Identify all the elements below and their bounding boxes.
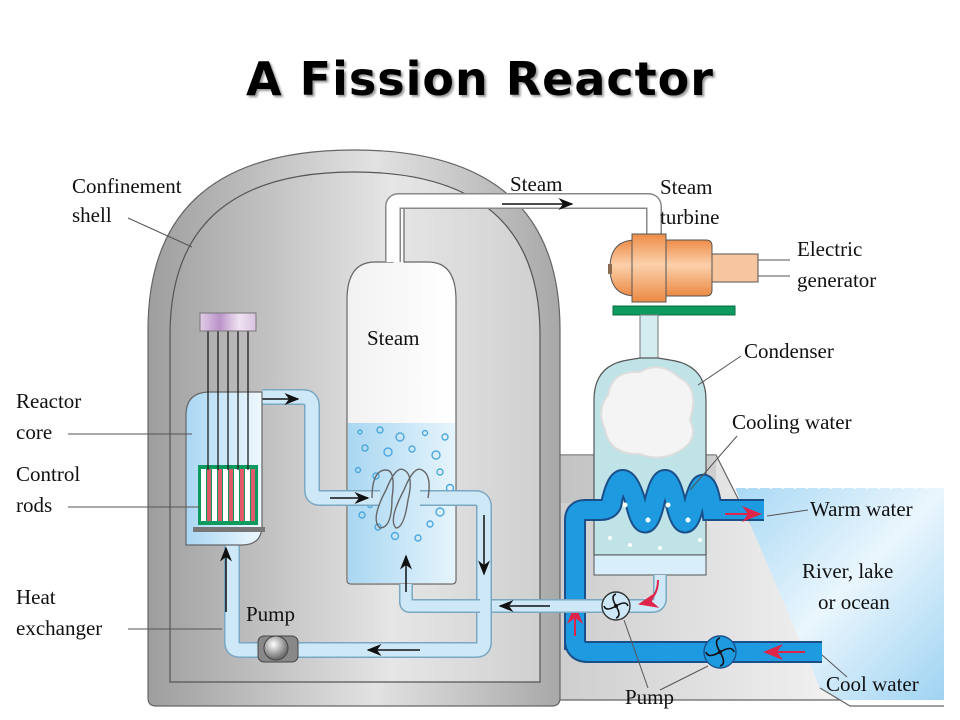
label-reactor-core-line1: Reactor [16,389,81,413]
control-rod-drive [199,312,257,332]
label-water-body-line1: River, lake [802,559,893,583]
steam-pipe [385,193,662,262]
feedwater-pipe [480,575,667,613]
label-secondary-pump: Pump [625,685,674,709]
page-title: A Fission Reactor [246,52,714,106]
label-condenser: Condenser [744,339,834,363]
heat-exchanger-coil [371,468,430,529]
label-control-rods-line1: Control [16,462,80,486]
label-confinement-shell-line2: shell [72,203,112,227]
label-steam-pipe: Steam [510,172,563,196]
label-electric-generator-line2: generator [797,268,876,292]
condenser [593,314,707,576]
label-electric-generator-line1: Electric [797,237,862,261]
reactor-core [185,312,265,546]
condensate-drops [608,502,702,550]
primary-pump [257,635,299,663]
label-warm-water: Warm water [810,497,913,521]
primary-coolant-loop [220,389,492,658]
label-cool-water: Cool water [826,672,919,696]
label-control-rods-line2: rods [16,493,52,517]
cooling-pump [703,635,737,669]
label-steam-turbine-line1: Steam [660,175,713,199]
label-reactor-core-line2: core [16,420,52,444]
label-steam-chamber: Steam [367,326,420,350]
water-body [734,484,944,707]
electric-generator [665,239,790,297]
label-confinement-shell-line1: Confinement [72,174,182,198]
label-primary-pump: Pump [246,602,295,626]
steam-cloud [600,366,695,459]
label-heat-exchanger-line1: Heat [16,585,56,609]
label-water-body-line2: or ocean [818,590,890,614]
label-cooling-water: Cooling water [732,410,852,434]
label-heat-exchanger-line2: exchanger [16,616,102,640]
steam-turbine [608,233,667,303]
label-steam-turbine-line2: turbine [660,205,719,229]
turbine-base [612,305,736,316]
leader-lines [68,217,848,691]
control-rod-array [201,469,255,521]
cooling-water-loop [564,469,822,663]
condensate-pump [601,591,631,621]
